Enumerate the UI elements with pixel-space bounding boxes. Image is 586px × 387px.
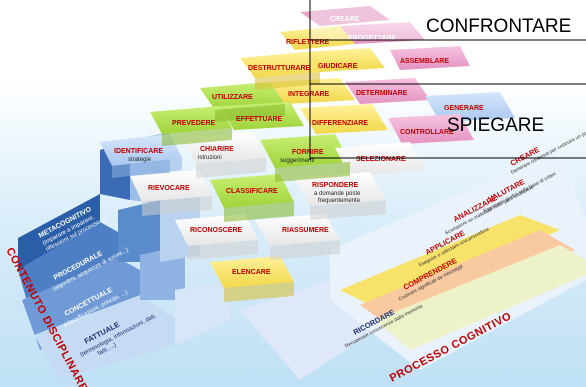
- cell-effettuare: EFFETTUARE: [236, 116, 283, 123]
- cube-faces: [112, 72, 386, 302]
- svg-text:frequentemente: frequentemente: [318, 198, 361, 204]
- cell-integrare: INTEGRARE: [288, 91, 330, 98]
- cell-progettare: PROGETTARE: [348, 35, 396, 42]
- cell-riconoscere: RICONOSCERE: [190, 227, 242, 234]
- cell-labels: CREARE RIFLETTERE PROGETTARE DESTRUTTURA…: [114, 16, 484, 276]
- cell-controllare: CONTROLLARE: [400, 129, 454, 136]
- cell-classificare: CLASSIFICARE: [226, 188, 278, 195]
- cell-fornire: FORNIRE: [292, 149, 324, 156]
- cell-rievocare: RIEVOCARE: [148, 185, 190, 192]
- cell-riflettere: RIFLETTERE: [286, 39, 329, 46]
- step-metacognitivo: [18, 194, 100, 270]
- process-base: [240, 150, 586, 380]
- cell-utilizzare: UTILIZZARE: [212, 94, 253, 101]
- cell-rispondere: RISPONDERE: [312, 182, 359, 189]
- step-concettuale: [22, 258, 140, 350]
- cell-identificare: IDENTIFICARE: [114, 148, 163, 155]
- svg-text:istruzioni: istruzioni: [198, 155, 222, 161]
- overlay-confrontare: CONFRONTARE: [426, 16, 571, 37]
- step-procedurale: [18, 222, 118, 312]
- svg-text:suggerimenti: suggerimenti: [280, 158, 314, 164]
- cell-chiarire: CHIARIRE: [200, 146, 234, 153]
- cell-selezionare: SELEZIONARE: [356, 156, 406, 163]
- svg-text:a domande poste: a domande poste: [314, 191, 361, 197]
- cell-riassumere: RIASSUMERE: [282, 227, 329, 234]
- cell-giudicare: GIUDICARE: [318, 63, 358, 70]
- cell-destrutturare: DESTRUTTURARE: [248, 65, 311, 72]
- overlay-spiegare: SPIEGARE: [447, 115, 544, 136]
- svg-text:strategie: strategie: [128, 157, 152, 163]
- cell-generare: GENERARE: [444, 105, 484, 112]
- step-fattuale: [34, 295, 175, 380]
- cell-differenziare: DIFFERENZIARE: [312, 120, 368, 127]
- cell-assemblare: ASSEMBLARE: [400, 58, 449, 65]
- cell-creare: CREARE: [330, 16, 360, 23]
- cell-determinare: DETERMINARE: [356, 90, 408, 97]
- cell-prevedere: PREVEDERE: [172, 120, 216, 127]
- overlay-annotations: CONFRONTARE SPIEGARE: [309, 0, 586, 160]
- cell-elencare: ELENCARE: [232, 269, 271, 276]
